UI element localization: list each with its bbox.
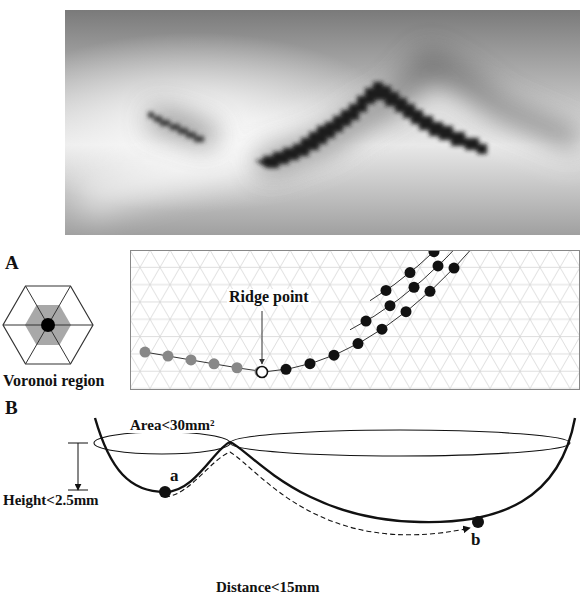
- mesh-dot: [140, 347, 151, 358]
- mesh-panel: [131, 91, 580, 390]
- voronoi-hexagon: [3, 286, 93, 364]
- mesh-dot: [433, 260, 444, 271]
- basin-profile: [68, 418, 575, 535]
- mesh-dot: [163, 351, 174, 362]
- point-label: b: [471, 531, 480, 548]
- annotation: Ridge point: [227, 289, 311, 305]
- mesh-dot: [353, 338, 364, 349]
- annotation: Distance<15mm: [216, 580, 320, 595]
- panel-letter: A: [5, 253, 19, 272]
- mesh-dot: [232, 362, 243, 373]
- mesh-dot: [409, 282, 420, 293]
- mesh-dot: [186, 354, 197, 365]
- mesh-dot: [377, 324, 388, 335]
- point-label: a: [170, 467, 179, 484]
- mesh-dot: [429, 251, 440, 257]
- mesh-dot: [405, 267, 416, 278]
- heat-map: [65, 10, 580, 235]
- annotation: Height<2.5mm: [3, 493, 99, 508]
- mesh-dot: [425, 286, 436, 297]
- mesh-dot: [329, 350, 340, 361]
- mesh-dot: [257, 367, 268, 378]
- mesh-dot: [385, 300, 396, 311]
- annotation: Voronoi region: [3, 373, 105, 389]
- mesh-dot: [281, 364, 292, 375]
- panel-letter: B: [5, 398, 18, 417]
- mesh-dot: [449, 263, 460, 274]
- mesh-dot: [209, 358, 220, 369]
- mesh-dot: [305, 358, 316, 369]
- mesh-dot: [401, 306, 412, 317]
- mesh-dot: [381, 285, 392, 296]
- annotation: Area<30mm²: [128, 418, 216, 433]
- mesh-dot: [361, 316, 372, 327]
